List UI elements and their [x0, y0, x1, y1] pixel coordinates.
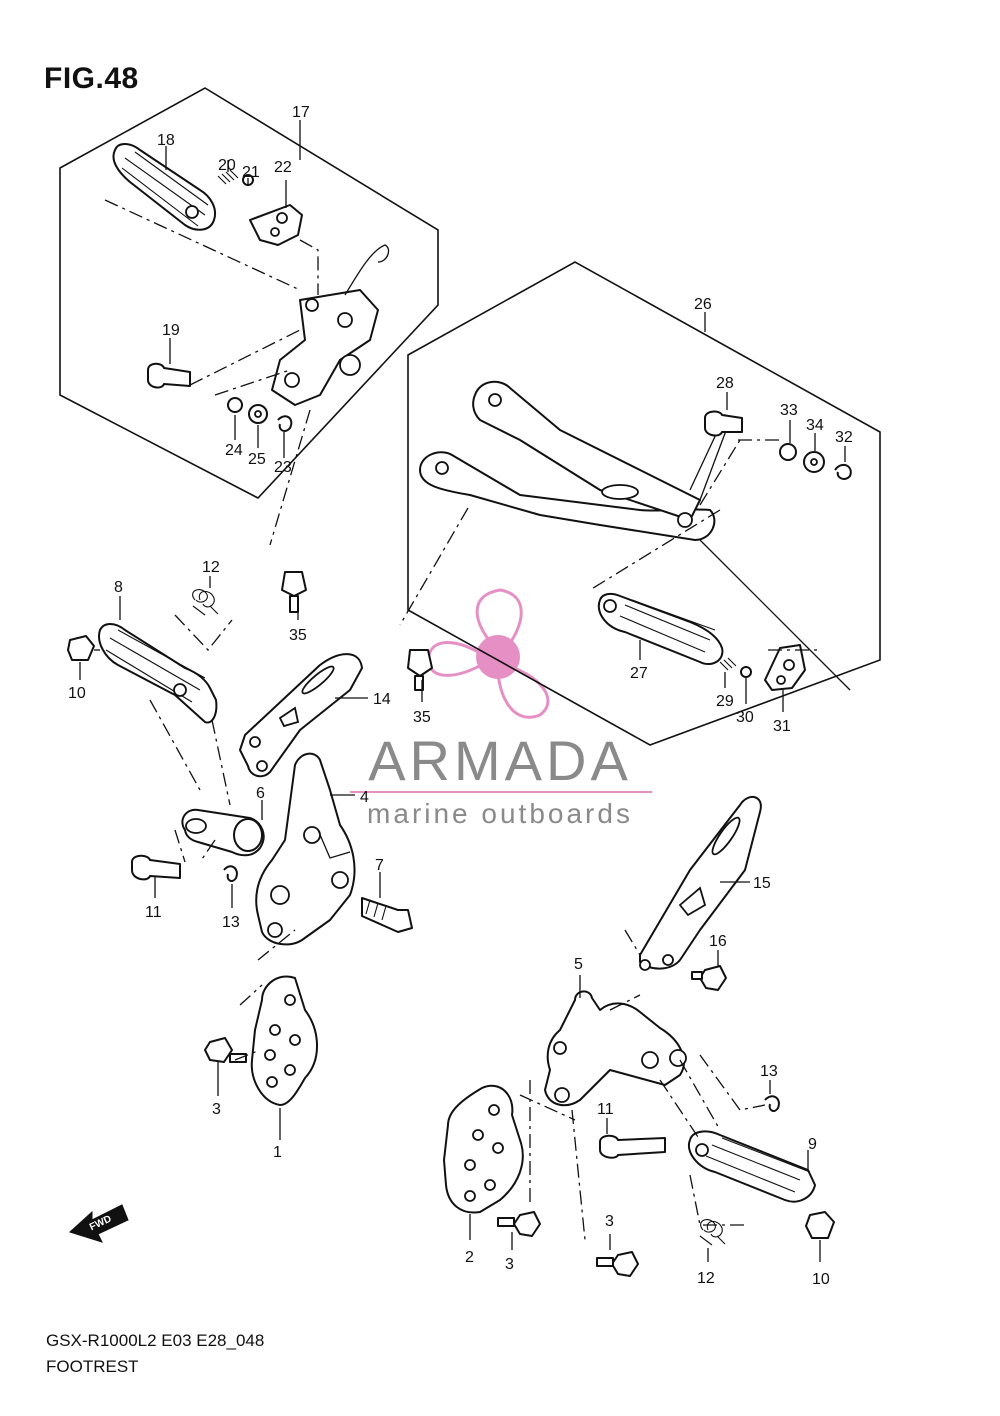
callout-30: 30	[736, 709, 754, 726]
callout-3b: 3	[505, 1256, 514, 1273]
figure-title: FIG.48	[44, 62, 139, 95]
plate-31	[764, 644, 806, 691]
callout-23: 23	[274, 459, 292, 476]
watermark-brand: ARMADA	[368, 729, 632, 792]
callout-13-right: 13	[760, 1063, 778, 1080]
callout-3c: 3	[605, 1213, 614, 1230]
callout-19: 19	[162, 322, 180, 339]
spring-29	[719, 657, 737, 671]
section-caption: FOOTREST	[46, 1357, 139, 1376]
callout-21: 21	[242, 164, 260, 181]
callout-26: 26	[694, 296, 712, 313]
callout-5: 5	[574, 956, 583, 973]
bracket-assembly-17	[271, 244, 390, 406]
callout-35-right: 35	[413, 709, 431, 726]
bolt-3c	[596, 1234, 639, 1277]
plate-2	[443, 1085, 524, 1240]
callout-14: 14	[373, 691, 391, 708]
callout-9: 9	[808, 1136, 817, 1153]
callout-labels: 17 18 20 21 22 19 24 25 23 26 28 33 34 3…	[68, 104, 853, 1288]
bolt-3a	[204, 1037, 247, 1096]
ball-30	[740, 666, 752, 678]
callout-7: 7	[375, 857, 384, 874]
pivot-6	[181, 800, 265, 857]
callout-8: 8	[114, 579, 123, 596]
clip-13-left	[223, 865, 238, 882]
clip-32	[834, 463, 852, 480]
model-code-caption: GSX-R1000L2 E03 E28_048	[46, 1331, 265, 1350]
assembly-leaders-left	[149, 614, 296, 1061]
callout-11-right: 11	[597, 1101, 614, 1118]
footpeg-27	[597, 592, 724, 666]
callout-29: 29	[716, 693, 734, 710]
assembly-leaders-right	[519, 929, 766, 1241]
spring-12-right	[699, 1219, 726, 1262]
bolt-16	[691, 950, 727, 991]
pin-11-left	[131, 854, 181, 898]
callout-4: 4	[360, 789, 369, 806]
footpeg-18	[112, 143, 216, 231]
bolt-35-left	[281, 571, 307, 620]
spring-12-left	[192, 576, 219, 616]
nut-10-right	[805, 1211, 835, 1262]
callout-10-right: 10	[812, 1271, 830, 1288]
callout-18: 18	[157, 132, 175, 149]
callout-31: 31	[773, 718, 791, 735]
callout-2: 2	[465, 1249, 474, 1266]
main-bracket-4	[255, 752, 356, 946]
watermark-propeller-logo	[426, 588, 550, 719]
watermark-tagline: marine outboards	[367, 798, 633, 829]
clip-13-right	[764, 1095, 780, 1112]
callout-27: 27	[630, 665, 648, 682]
callout-25: 25	[248, 451, 266, 468]
callout-17: 17	[292, 104, 310, 121]
heel-plate-15	[639, 796, 762, 971]
main-bracket-5	[544, 975, 687, 1107]
callout-24: 24	[225, 442, 243, 459]
plate-1	[250, 975, 318, 1140]
fwd-arrow-icon: FWD	[69, 1204, 129, 1243]
washer-24	[227, 397, 243, 413]
bolt-3b	[497, 1211, 541, 1250]
callout-34: 34	[806, 417, 824, 434]
callout-12-left: 12	[202, 559, 220, 576]
callout-15: 15	[753, 875, 771, 892]
callout-6: 6	[256, 785, 265, 802]
bolt-7	[361, 872, 413, 933]
callout-33: 33	[780, 402, 798, 419]
callout-10-left: 10	[68, 685, 86, 702]
pin-28	[704, 392, 743, 437]
nut-10-left	[67, 635, 100, 680]
assembly-leaders-17	[104, 178, 319, 546]
assembly-leaders-26	[399, 439, 851, 691]
callout-35-left: 35	[289, 627, 307, 644]
pin-11-right	[599, 1118, 666, 1159]
footpeg-9	[687, 1130, 816, 1203]
spring-20	[217, 160, 239, 185]
callout-20: 20	[218, 157, 236, 174]
callout-1: 1	[273, 1144, 282, 1161]
callout-28: 28	[716, 375, 734, 392]
callout-16: 16	[709, 933, 727, 950]
callout-11-left: 11	[145, 904, 162, 921]
bracket-26	[419, 380, 731, 541]
callout-13-left: 13	[222, 914, 240, 931]
plate-22	[249, 204, 303, 246]
callout-32: 32	[835, 429, 853, 446]
footpeg-8	[98, 596, 218, 724]
heel-plate-14	[239, 653, 368, 778]
clip-23	[277, 415, 293, 432]
callout-22: 22	[274, 159, 292, 176]
bolt-35-right	[407, 649, 433, 702]
kit-frame-17	[59, 87, 439, 499]
pin-19	[147, 338, 191, 389]
callout-3a: 3	[212, 1101, 221, 1118]
callout-12-right: 12	[697, 1270, 715, 1287]
watermark: ARMADA marine outboards	[350, 588, 652, 829]
washer-33	[779, 443, 797, 461]
